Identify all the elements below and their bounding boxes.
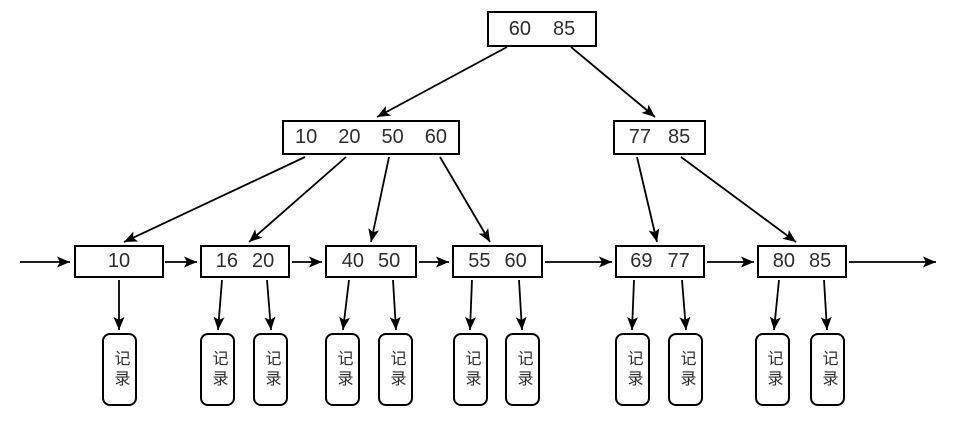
record-box: 记录 [378, 333, 413, 406]
arrow [389, 279, 401, 331]
key: 40 [341, 250, 364, 272]
leaf-node-2: 16 20 [200, 245, 290, 278]
arrow [515, 279, 527, 331]
key: 85 [668, 126, 691, 148]
leaf-node-4: 55 60 [452, 245, 543, 278]
root-node: 60 85 [487, 11, 597, 47]
internal-node-left: 10 20 50 60 [282, 120, 460, 155]
key: 16 [215, 250, 238, 272]
arrow [680, 156, 797, 243]
arrow [439, 156, 491, 243]
key: 10 [107, 250, 131, 272]
arrow [465, 279, 477, 331]
leaf-node-3: 40 50 [325, 245, 417, 278]
record-box: 记录 [810, 333, 845, 406]
record-box: 记录 [200, 333, 235, 406]
key: 85 [553, 17, 576, 40]
arrow [627, 279, 639, 331]
record-box: 记录 [102, 333, 137, 406]
arrow [213, 279, 225, 331]
record-box: 记录 [325, 333, 360, 406]
arrow [264, 279, 276, 331]
key: 77 [628, 126, 651, 148]
record-box: 记录 [668, 333, 703, 406]
arrow [248, 156, 347, 243]
record-box: 记录 [505, 333, 540, 406]
record-arrows [113, 279, 832, 331]
leaf-node-1: 10 [74, 245, 164, 278]
arrow [769, 279, 781, 331]
key: 20 [252, 250, 275, 272]
leaf-node-6: 80 85 [757, 245, 847, 278]
key: 50 [381, 126, 404, 148]
root-child-arrows [376, 46, 656, 118]
record-box: 记录 [253, 333, 288, 406]
key: 20 [338, 126, 361, 148]
arrow [123, 156, 306, 243]
arrow [820, 279, 832, 331]
key: 50 [378, 250, 401, 272]
key: 69 [630, 250, 653, 272]
key: 60 [424, 126, 447, 148]
record-box: 记录 [615, 333, 650, 406]
key: 77 [667, 250, 690, 272]
arrow [368, 156, 390, 243]
key: 55 [468, 250, 491, 272]
internal-node-right: 77 85 [613, 120, 706, 155]
record-box: 记录 [755, 333, 790, 406]
arrow [570, 46, 656, 118]
arrow [636, 156, 660, 243]
key: 60 [508, 17, 531, 40]
arrow [679, 279, 691, 331]
arrow [339, 279, 351, 331]
internal-child-arrows [123, 156, 797, 243]
key: 60 [504, 250, 527, 272]
record-box: 记录 [453, 333, 488, 406]
key: 85 [809, 250, 832, 272]
leaf-node-5: 69 77 [615, 245, 705, 278]
arrow [376, 46, 508, 118]
key: 10 [295, 126, 318, 148]
key: 80 [772, 250, 795, 272]
